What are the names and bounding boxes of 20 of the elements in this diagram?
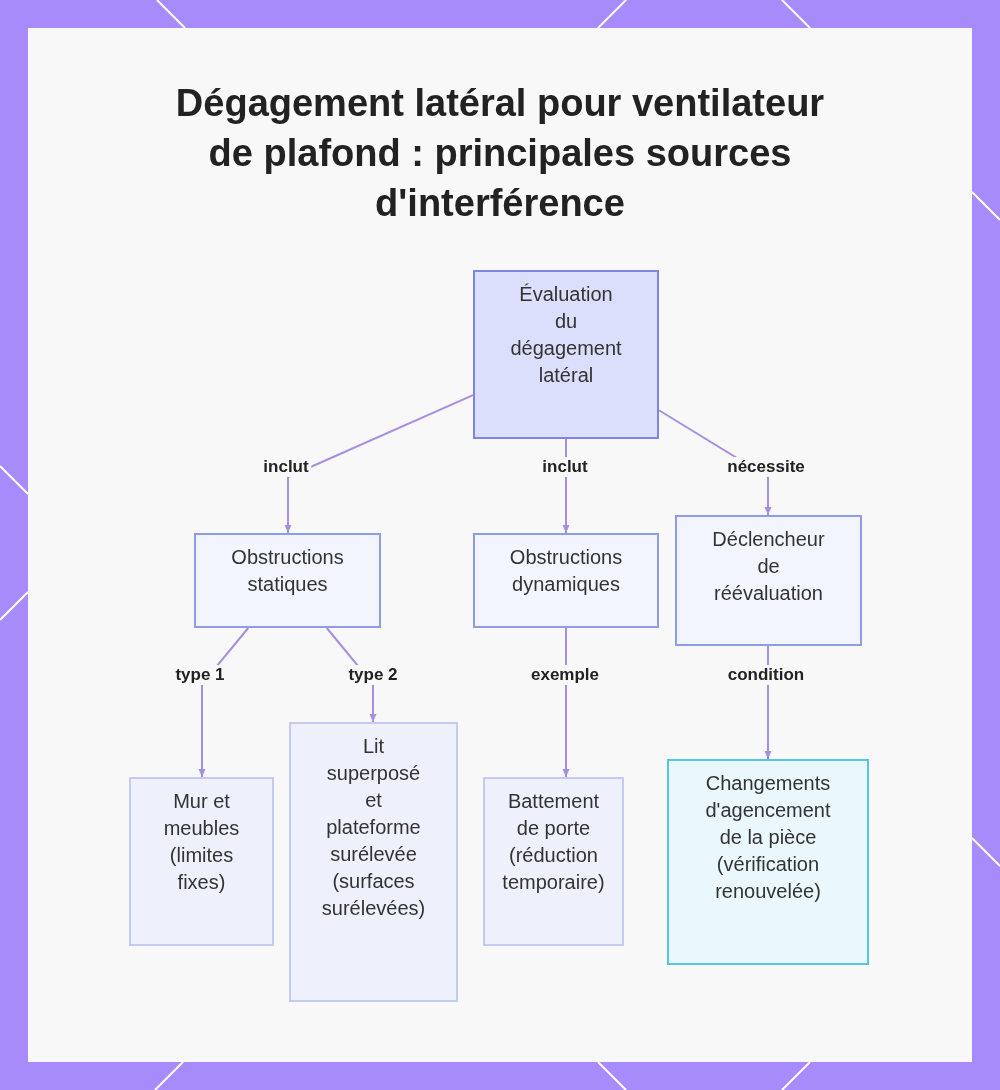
connector-arrow — [284, 394, 474, 534]
process-box — [473, 533, 659, 628]
edge-label: exemple — [528, 665, 602, 685]
box-label: Obstructions statiques — [230, 545, 345, 597]
connector-arrow — [562, 627, 570, 778]
box-label: Déclencheur de réévaluation — [711, 527, 826, 606]
box-label: Battement de porte (réduction temporaire) — [501, 789, 606, 895]
process-box — [675, 515, 862, 646]
box-label: Changements d'agencement de la pièce (vérification renouvelée) — [704, 771, 832, 904]
box-label: Mur et meubles (limites fixes) — [162, 789, 241, 895]
process-box — [194, 533, 381, 628]
box-label: Évaluation du dégagement latéral — [509, 282, 623, 388]
process-box — [667, 759, 869, 965]
process-box — [483, 777, 624, 946]
box-label: Lit superposé et plateforme surélevée (surfaces surélevées) — [320, 734, 427, 921]
process-box — [289, 722, 458, 1002]
box-label: Obstructions dynamiques — [508, 545, 624, 597]
title: Dégagement latéral pour ventilateur de plafond : principales sources d'interférence — [174, 81, 826, 226]
process-box — [473, 270, 659, 439]
process-box — [129, 777, 274, 946]
